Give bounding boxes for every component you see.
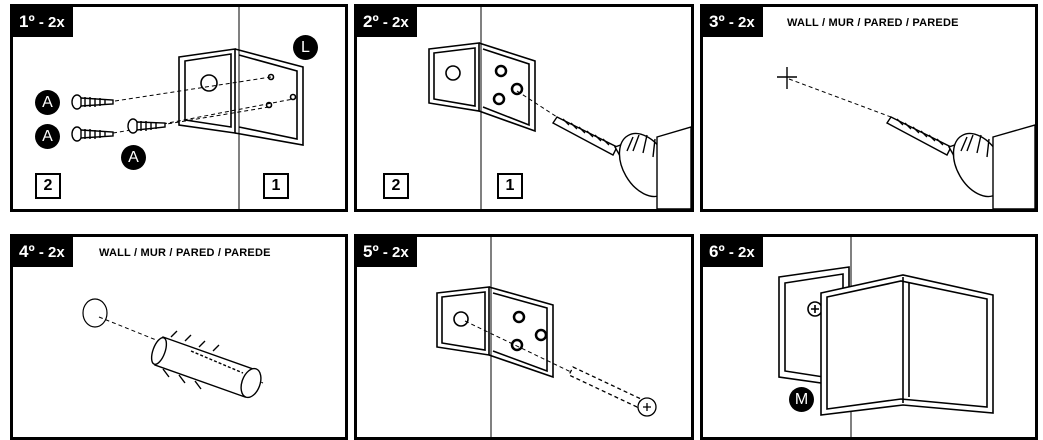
part-label-cover: M [789,387,814,412]
screw-icon [71,94,166,142]
step-1-panel: 1º - 2x A A A L 2 1 [10,4,348,212]
step-5-panel: 5º - 2x [354,234,694,440]
side-label-2: 2 [35,173,61,199]
step-badge: 6º - 2x [703,237,763,267]
step-badge: 2º - 2x [357,7,417,37]
step-3-illustration [777,67,1035,209]
side-label-1: 1 [497,173,523,199]
part-label-screw: A [35,124,60,149]
side-label-2: 2 [383,173,409,199]
wall-label: WALL / MUR / PARED / PAREDE [99,247,271,259]
bracket-icon [436,286,554,379]
step-badge: 4º - 2x [13,237,73,267]
step-badge: 1º - 2x [13,7,73,37]
step-2-illustration [428,7,691,209]
step-2-panel: 2º - 2x 2 1 [354,4,694,212]
part-label-screw: A [35,90,60,115]
part-label-bracket: L [293,35,318,60]
wall-label: WALL / MUR / PARED / PAREDE [787,17,959,29]
step-4-panel: 4º - 2x WALL / MUR / PARED / PAREDE [10,234,348,440]
cover-icon [820,274,994,416]
step-4-illustration [82,298,264,399]
step-1-illustration [71,7,304,209]
step-6-illustration [778,237,994,437]
screw-icon [568,366,657,417]
drill-icon [885,116,1035,209]
step-3-panel: 3º - 2x WALL / MUR / PARED / PAREDE [700,4,1038,212]
step-badge: 3º - 2x [703,7,763,37]
side-label-1: 1 [263,173,289,199]
part-label-screw: A [121,145,146,170]
drill-icon [551,116,691,209]
wall-plug-icon [150,330,262,399]
bracket-icon [178,48,304,146]
step-6-panel: 6º - 2x M [700,234,1038,440]
step-badge: 5º - 2x [357,237,417,267]
bracket-icon [428,42,536,133]
step-5-illustration [436,237,657,437]
